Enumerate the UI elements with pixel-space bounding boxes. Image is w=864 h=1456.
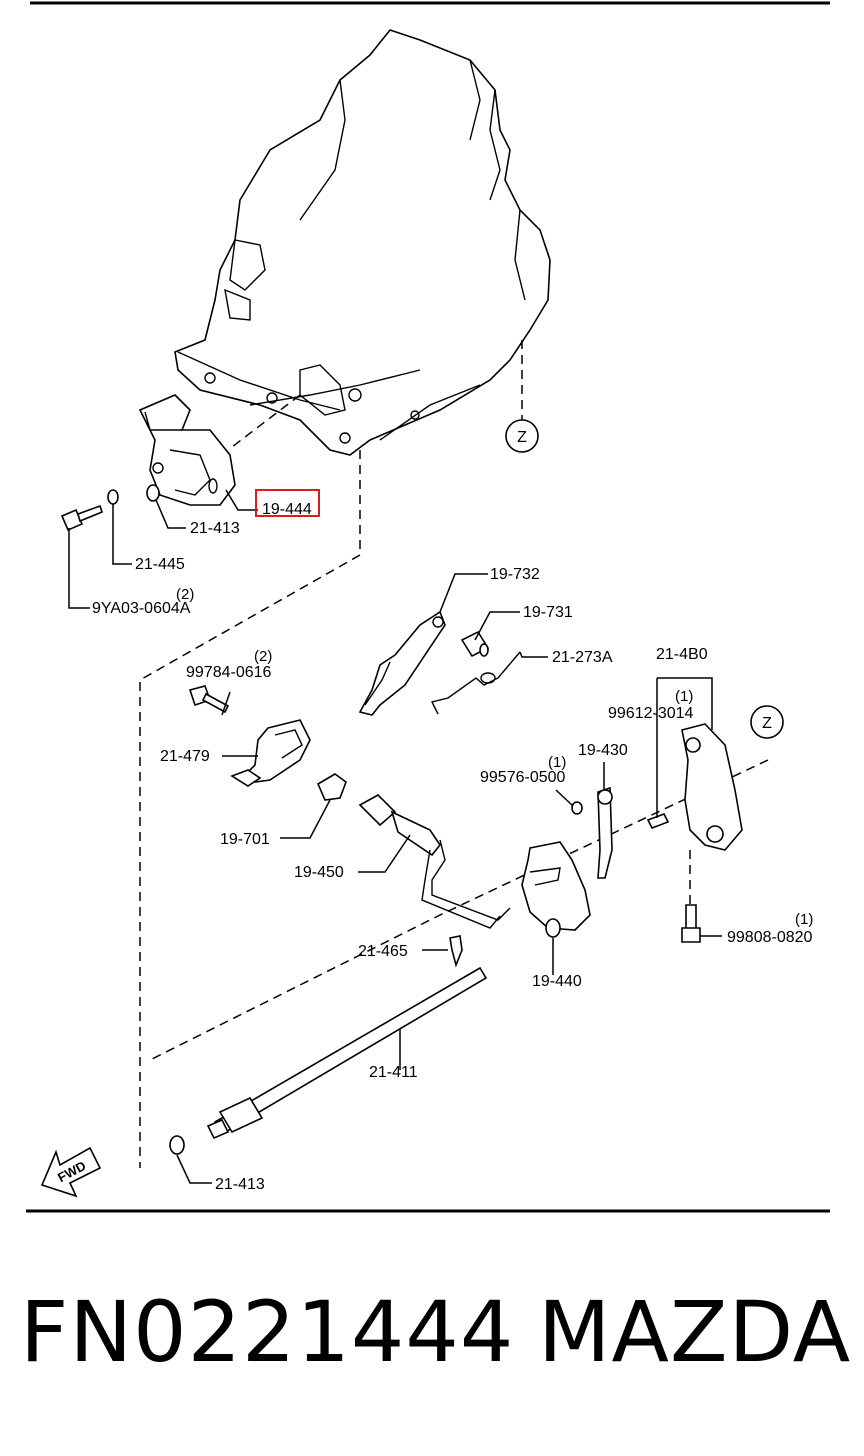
part-label: 99808-0820: [727, 929, 813, 946]
detent-spring-illustration: [358, 610, 446, 716]
part-label: 19-701: [220, 831, 270, 848]
part-label: 9YA03-0604A: [92, 600, 191, 617]
part-qty: (1): [795, 911, 813, 928]
part-label: 19-444: [262, 501, 312, 518]
part-label: 21-413: [215, 1176, 265, 1193]
part-label: 19-440: [532, 973, 582, 990]
highlight-box: [255, 489, 320, 517]
pin-illustration: [449, 935, 463, 968]
part-label: 99784-0616: [186, 664, 272, 681]
bolt-illustration: [60, 504, 103, 532]
ref-marker-z-lower: Z: [750, 705, 784, 739]
washer-illustration: [107, 489, 119, 505]
part-qty: (2): [254, 648, 272, 665]
part-label: 21-411: [369, 1064, 418, 1081]
ref-marker-z-text: Z: [762, 715, 772, 732]
transmission-housing-illustration: [174, 29, 551, 456]
clip-washer-illustration: [571, 801, 583, 815]
o-ring-illustration: [169, 1135, 185, 1155]
part-label: 21-273A: [552, 649, 613, 666]
inhibitor-switch-illustration: [138, 394, 236, 506]
part-label: 99612-3014: [608, 705, 694, 722]
part-label: 21-4B0: [656, 646, 708, 663]
part-label: 19-430: [578, 742, 628, 759]
lever-assembly-illustration: [646, 723, 743, 851]
part-label: 21-445: [135, 556, 185, 573]
part-label: 19-450: [294, 864, 344, 881]
spring-clip-illustration: [430, 651, 521, 715]
part-label: 21-413: [190, 520, 240, 537]
lever-illustration: [597, 786, 613, 879]
bracket-illustration: [230, 719, 311, 787]
manual-shaft-illustration: [206, 966, 488, 1140]
clip-illustration: [316, 773, 347, 801]
spring-coil-illustration: [480, 672, 496, 684]
roller-illustration: [460, 630, 490, 658]
bolt-illustration: [681, 904, 701, 943]
part-number: FN0221444: [20, 1283, 515, 1381]
part-label: 21-479: [160, 748, 210, 765]
part-label: 19-731: [523, 604, 573, 621]
manual-plate-illustration: [521, 841, 591, 938]
brand-name: MAZDA: [538, 1283, 852, 1381]
part-qty: (1): [548, 754, 566, 771]
bolt-illustration: [188, 685, 230, 714]
part-qty: (1): [675, 688, 693, 705]
callout-lines: [68, 489, 722, 1184]
part-label: 99576-0500: [480, 769, 566, 786]
dashed-guides: [139, 340, 769, 1168]
fwd-arrow-icon: FWD: [40, 1146, 102, 1198]
part-label: 19-732: [490, 566, 540, 583]
ref-marker-z-upper: Z: [505, 419, 539, 453]
parts-diagram: Z Z: [26, 1, 830, 1213]
part-label: 21-465: [358, 943, 408, 960]
part-qty: (2): [176, 586, 194, 603]
ref-marker-z-text: Z: [517, 429, 527, 446]
shift-rod-illustration: [358, 794, 511, 929]
part-labels: 19-444 21-413 21-445 (2) 9YA03-0604A 19-…: [92, 501, 813, 1193]
